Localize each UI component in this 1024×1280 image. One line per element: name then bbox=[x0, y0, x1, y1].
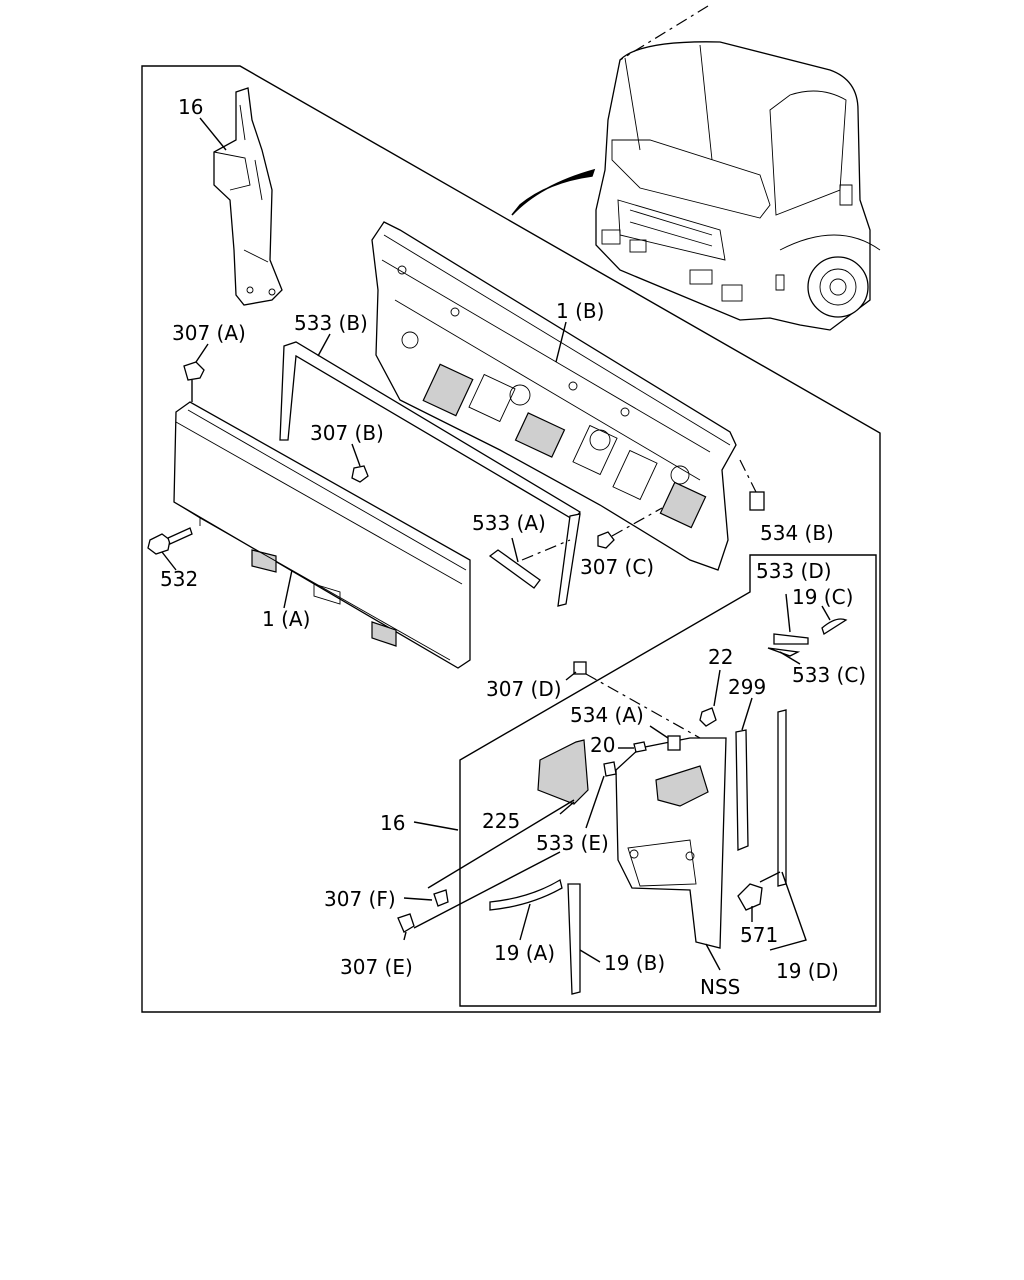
leader-1B bbox=[555, 321, 567, 363]
label-299: 299 bbox=[728, 675, 766, 699]
leader-16-top bbox=[199, 117, 227, 151]
part-307B-clip bbox=[351, 465, 369, 483]
label-20: 20 bbox=[590, 733, 615, 757]
leader-307A bbox=[195, 343, 209, 363]
leader-307E bbox=[403, 931, 407, 941]
part-534B-pad bbox=[749, 491, 765, 511]
part-22-bolt bbox=[699, 707, 717, 727]
label-307E: 307 (E) bbox=[340, 955, 413, 979]
label-19B: 19 (B) bbox=[604, 951, 665, 975]
part-571-grommet bbox=[737, 883, 763, 911]
part-20-screw bbox=[633, 741, 647, 753]
part-1A-front-panel bbox=[173, 401, 471, 669]
part-19D-strip bbox=[777, 709, 787, 887]
part-16-nss-bracket bbox=[615, 737, 727, 949]
label-16-top: 16 bbox=[178, 95, 203, 119]
part-307A-clip bbox=[183, 361, 205, 381]
dash-533A bbox=[521, 539, 571, 561]
part-307E-clip bbox=[397, 913, 415, 933]
label-532: 532 bbox=[160, 567, 198, 591]
part-19A-strip bbox=[489, 878, 563, 911]
label-533A: 533 (A) bbox=[472, 511, 546, 535]
pointer-arrow bbox=[511, 168, 596, 216]
label-307A: 307 (A) bbox=[172, 321, 246, 345]
label-225: 225 bbox=[482, 809, 520, 833]
part-307F-clip bbox=[433, 889, 449, 907]
leader-19A bbox=[519, 903, 531, 941]
part-19B-strip bbox=[567, 883, 581, 995]
leader-533D bbox=[785, 593, 791, 633]
label-533C: 533 (C) bbox=[792, 663, 866, 687]
label-1B: 1 (B) bbox=[556, 299, 604, 323]
leader-19B bbox=[579, 949, 601, 963]
part-1B-cowl-panel bbox=[371, 221, 737, 571]
label-19D: 19 (D) bbox=[776, 959, 839, 983]
part-225-cover bbox=[537, 739, 589, 805]
leader-19D-b bbox=[759, 871, 781, 883]
inset-frame bbox=[459, 554, 877, 1007]
part-16-bracket bbox=[213, 87, 283, 306]
label-22: 22 bbox=[708, 645, 733, 669]
leader-22 bbox=[713, 669, 721, 707]
leader-1A bbox=[283, 569, 293, 609]
label-19C: 19 (C) bbox=[792, 585, 853, 609]
label-16-mid: 16 bbox=[380, 811, 405, 835]
leader-533A bbox=[511, 537, 519, 563]
leader-533E bbox=[585, 775, 605, 829]
leader-NSS bbox=[705, 943, 721, 971]
leader-299 bbox=[741, 697, 753, 731]
part-19C bbox=[821, 618, 848, 635]
leader-19D bbox=[769, 871, 807, 951]
line-307F-inset bbox=[427, 799, 575, 889]
line-307E-inset bbox=[413, 851, 561, 929]
part-533A-strip bbox=[488, 549, 541, 589]
leader-307B bbox=[351, 443, 361, 467]
dash-307C bbox=[611, 507, 663, 537]
main-frame bbox=[141, 65, 881, 1013]
label-19A: 19 (A) bbox=[494, 941, 555, 965]
label-534A: 534 (A) bbox=[570, 703, 644, 727]
label-533E: 533 (E) bbox=[536, 831, 609, 855]
part-533D bbox=[773, 633, 809, 645]
label-534B: 534 (B) bbox=[760, 521, 834, 545]
label-533B: 533 (B) bbox=[294, 311, 368, 335]
truck-illustration bbox=[595, 41, 881, 331]
part-532-bolt bbox=[147, 527, 193, 555]
label-571: 571 bbox=[740, 923, 778, 947]
leader-truck bbox=[619, 5, 709, 61]
leader-533B bbox=[317, 333, 331, 357]
leader-16-mid bbox=[413, 821, 459, 831]
label-307C: 307 (C) bbox=[580, 555, 654, 579]
leader-534A bbox=[649, 725, 669, 739]
label-1A: 1 (A) bbox=[262, 607, 310, 631]
dash-534B bbox=[739, 459, 757, 493]
part-307D-clip bbox=[573, 661, 587, 675]
label-307F: 307 (F) bbox=[324, 887, 396, 911]
label-533D: 533 (D) bbox=[756, 559, 832, 583]
label-NSS: NSS bbox=[700, 975, 740, 999]
part-299-bracket bbox=[735, 729, 749, 851]
label-307D: 307 (D) bbox=[486, 677, 562, 701]
part-533B-seal bbox=[279, 341, 581, 521]
leader-532 bbox=[161, 551, 177, 571]
dash-307D bbox=[585, 673, 701, 739]
part-307C-clip bbox=[597, 531, 615, 549]
leader-533C bbox=[779, 651, 801, 665]
part-533E bbox=[603, 761, 617, 777]
leader-307D bbox=[565, 671, 577, 681]
part-534A-pad bbox=[667, 735, 681, 751]
part-533C bbox=[767, 647, 801, 657]
label-307B: 307 (B) bbox=[310, 421, 384, 445]
leader-225 bbox=[559, 801, 575, 815]
part-533A-strip-b bbox=[557, 513, 581, 607]
leader-19C bbox=[821, 605, 831, 621]
leader-307F bbox=[403, 897, 433, 901]
